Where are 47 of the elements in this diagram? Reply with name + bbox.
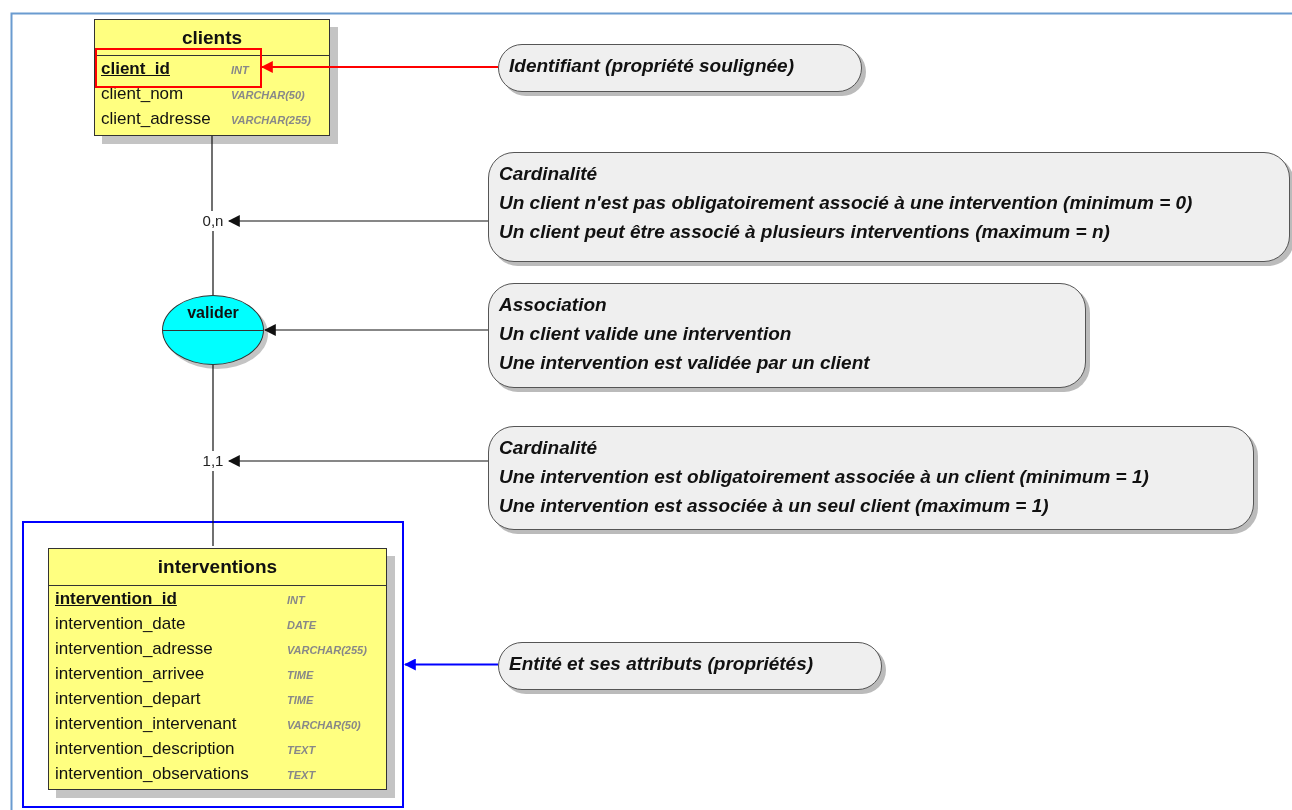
callout-title: Association <box>499 293 608 317</box>
attribute-type: TEXT <box>287 768 316 783</box>
group-box <box>22 521 404 808</box>
identifier-attribute: client_id <box>101 58 170 80</box>
arrow <box>403 658 499 671</box>
callout-text: Une intervention est obligatoirement associée à un client (minimum = 1) <box>499 465 1150 489</box>
attribute-type: INT <box>287 593 305 608</box>
attribute-name: client_adresse <box>101 108 211 130</box>
callout-text: Une intervention est associée à un seul client (maximum = 1) <box>499 494 1050 518</box>
attribute-name: intervention_observations <box>55 763 249 785</box>
attribute-type: TIME <box>287 668 314 683</box>
attribute-type: INT <box>231 63 249 78</box>
arrow <box>263 324 489 336</box>
connector-line <box>212 230 214 296</box>
connector-line <box>212 470 214 547</box>
association-name: valider <box>186 304 240 322</box>
entity-name: interventions <box>49 549 386 586</box>
entity-name: clients <box>95 20 329 56</box>
attribute-type: TEXT <box>287 743 316 758</box>
attribute-name: intervention_date <box>55 613 186 635</box>
callout-title: Cardinalité <box>499 436 599 460</box>
attribute-name: intervention_adresse <box>55 638 213 660</box>
attribute-type: VARCHAR(50) <box>231 88 305 103</box>
callout-text: Identifiant (propriété soulignée) <box>509 54 795 78</box>
callout-text: Un client n'est pas obligatoirement associé à une intervention (minimum = 0) <box>499 191 1194 215</box>
highlight-box <box>95 48 262 88</box>
attribute-name: intervention_arrivee <box>55 663 205 685</box>
arrow <box>260 61 499 73</box>
attribute-type: TIME <box>287 693 314 708</box>
connector-line <box>212 364 214 452</box>
callout-title: Cardinalité <box>499 162 599 186</box>
connector-line <box>211 135 213 212</box>
callout-text: Un client peut être associé à plusieurs interventions (maximum = n) <box>499 220 1111 244</box>
callout-text: Une intervention est validée par un client <box>499 351 871 375</box>
identifier-attribute: intervention_id <box>55 588 177 610</box>
attribute-name: client_nom <box>101 83 184 105</box>
attribute-type: VARCHAR(255) <box>287 643 367 658</box>
attribute-name: intervention_description <box>55 738 235 760</box>
attribute-name: intervention_intervenant <box>55 713 237 735</box>
attribute-type: DATE <box>287 618 317 633</box>
callout-text: Entité et ses attributs (propriétés) <box>509 652 815 676</box>
arrow <box>227 455 489 467</box>
arrow <box>227 215 489 227</box>
attribute-type: VARCHAR(255) <box>231 113 311 128</box>
callout-text: Un client valide une intervention <box>499 322 793 346</box>
attribute-name: intervention_depart <box>55 688 201 710</box>
attribute-type: VARCHAR(50) <box>287 718 361 733</box>
